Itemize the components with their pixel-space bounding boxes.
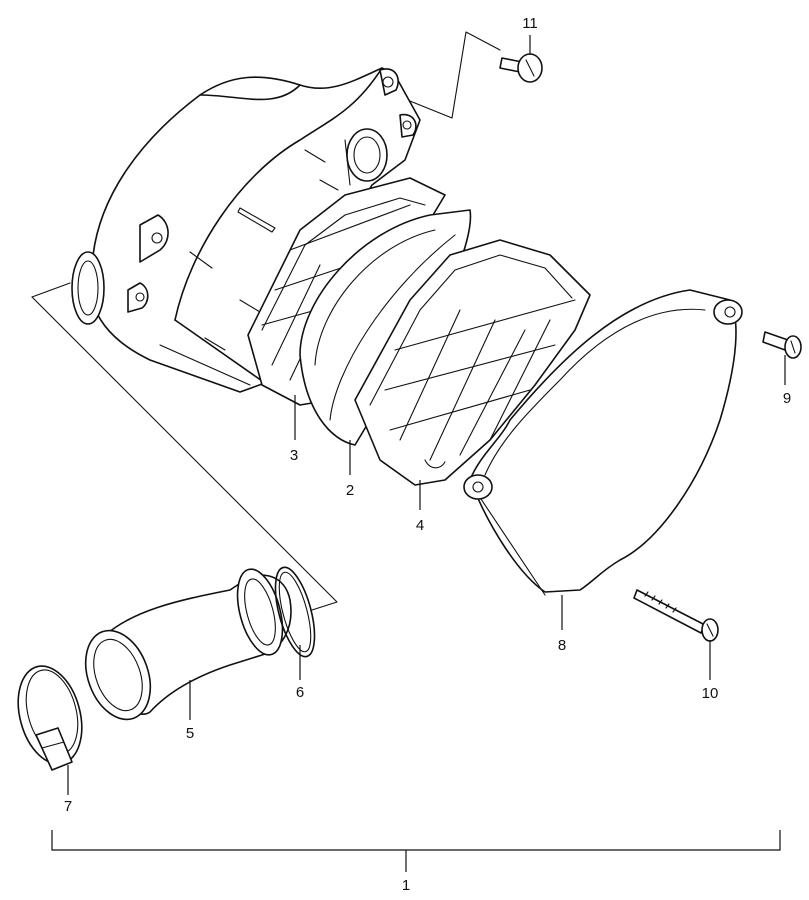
assembly-outline	[31, 31, 501, 611]
part-number-9: 9	[783, 390, 791, 407]
o-ring	[274, 566, 316, 658]
air-cleaner-cover	[463, 289, 743, 596]
filter-element	[299, 209, 472, 446]
part-number-8: 8	[558, 637, 566, 654]
screw-small	[762, 331, 802, 359]
part-number-4: 4	[416, 517, 424, 534]
part-number-7: 7	[64, 798, 72, 815]
intake-hose	[84, 568, 292, 721]
part-number-5: 5	[186, 725, 194, 742]
outer-element-frame	[354, 239, 591, 486]
part-number-2: 2	[346, 482, 354, 499]
part-number-6: 6	[296, 684, 304, 701]
part-number-1: 1	[402, 877, 410, 894]
air-cleaner-case	[71, 67, 421, 393]
part-labels: 11 9 3 2 4 8 10 6 5 7 1	[64, 15, 791, 894]
leader-lines	[67, 35, 786, 795]
part-number-11: 11	[522, 15, 538, 32]
bolt-short	[499, 53, 543, 83]
part-number-3: 3	[290, 447, 298, 464]
bolt-long	[633, 589, 719, 642]
assembly-bracket	[51, 830, 781, 872]
hose-clamp	[17, 665, 83, 771]
part-number-10: 10	[702, 685, 719, 702]
